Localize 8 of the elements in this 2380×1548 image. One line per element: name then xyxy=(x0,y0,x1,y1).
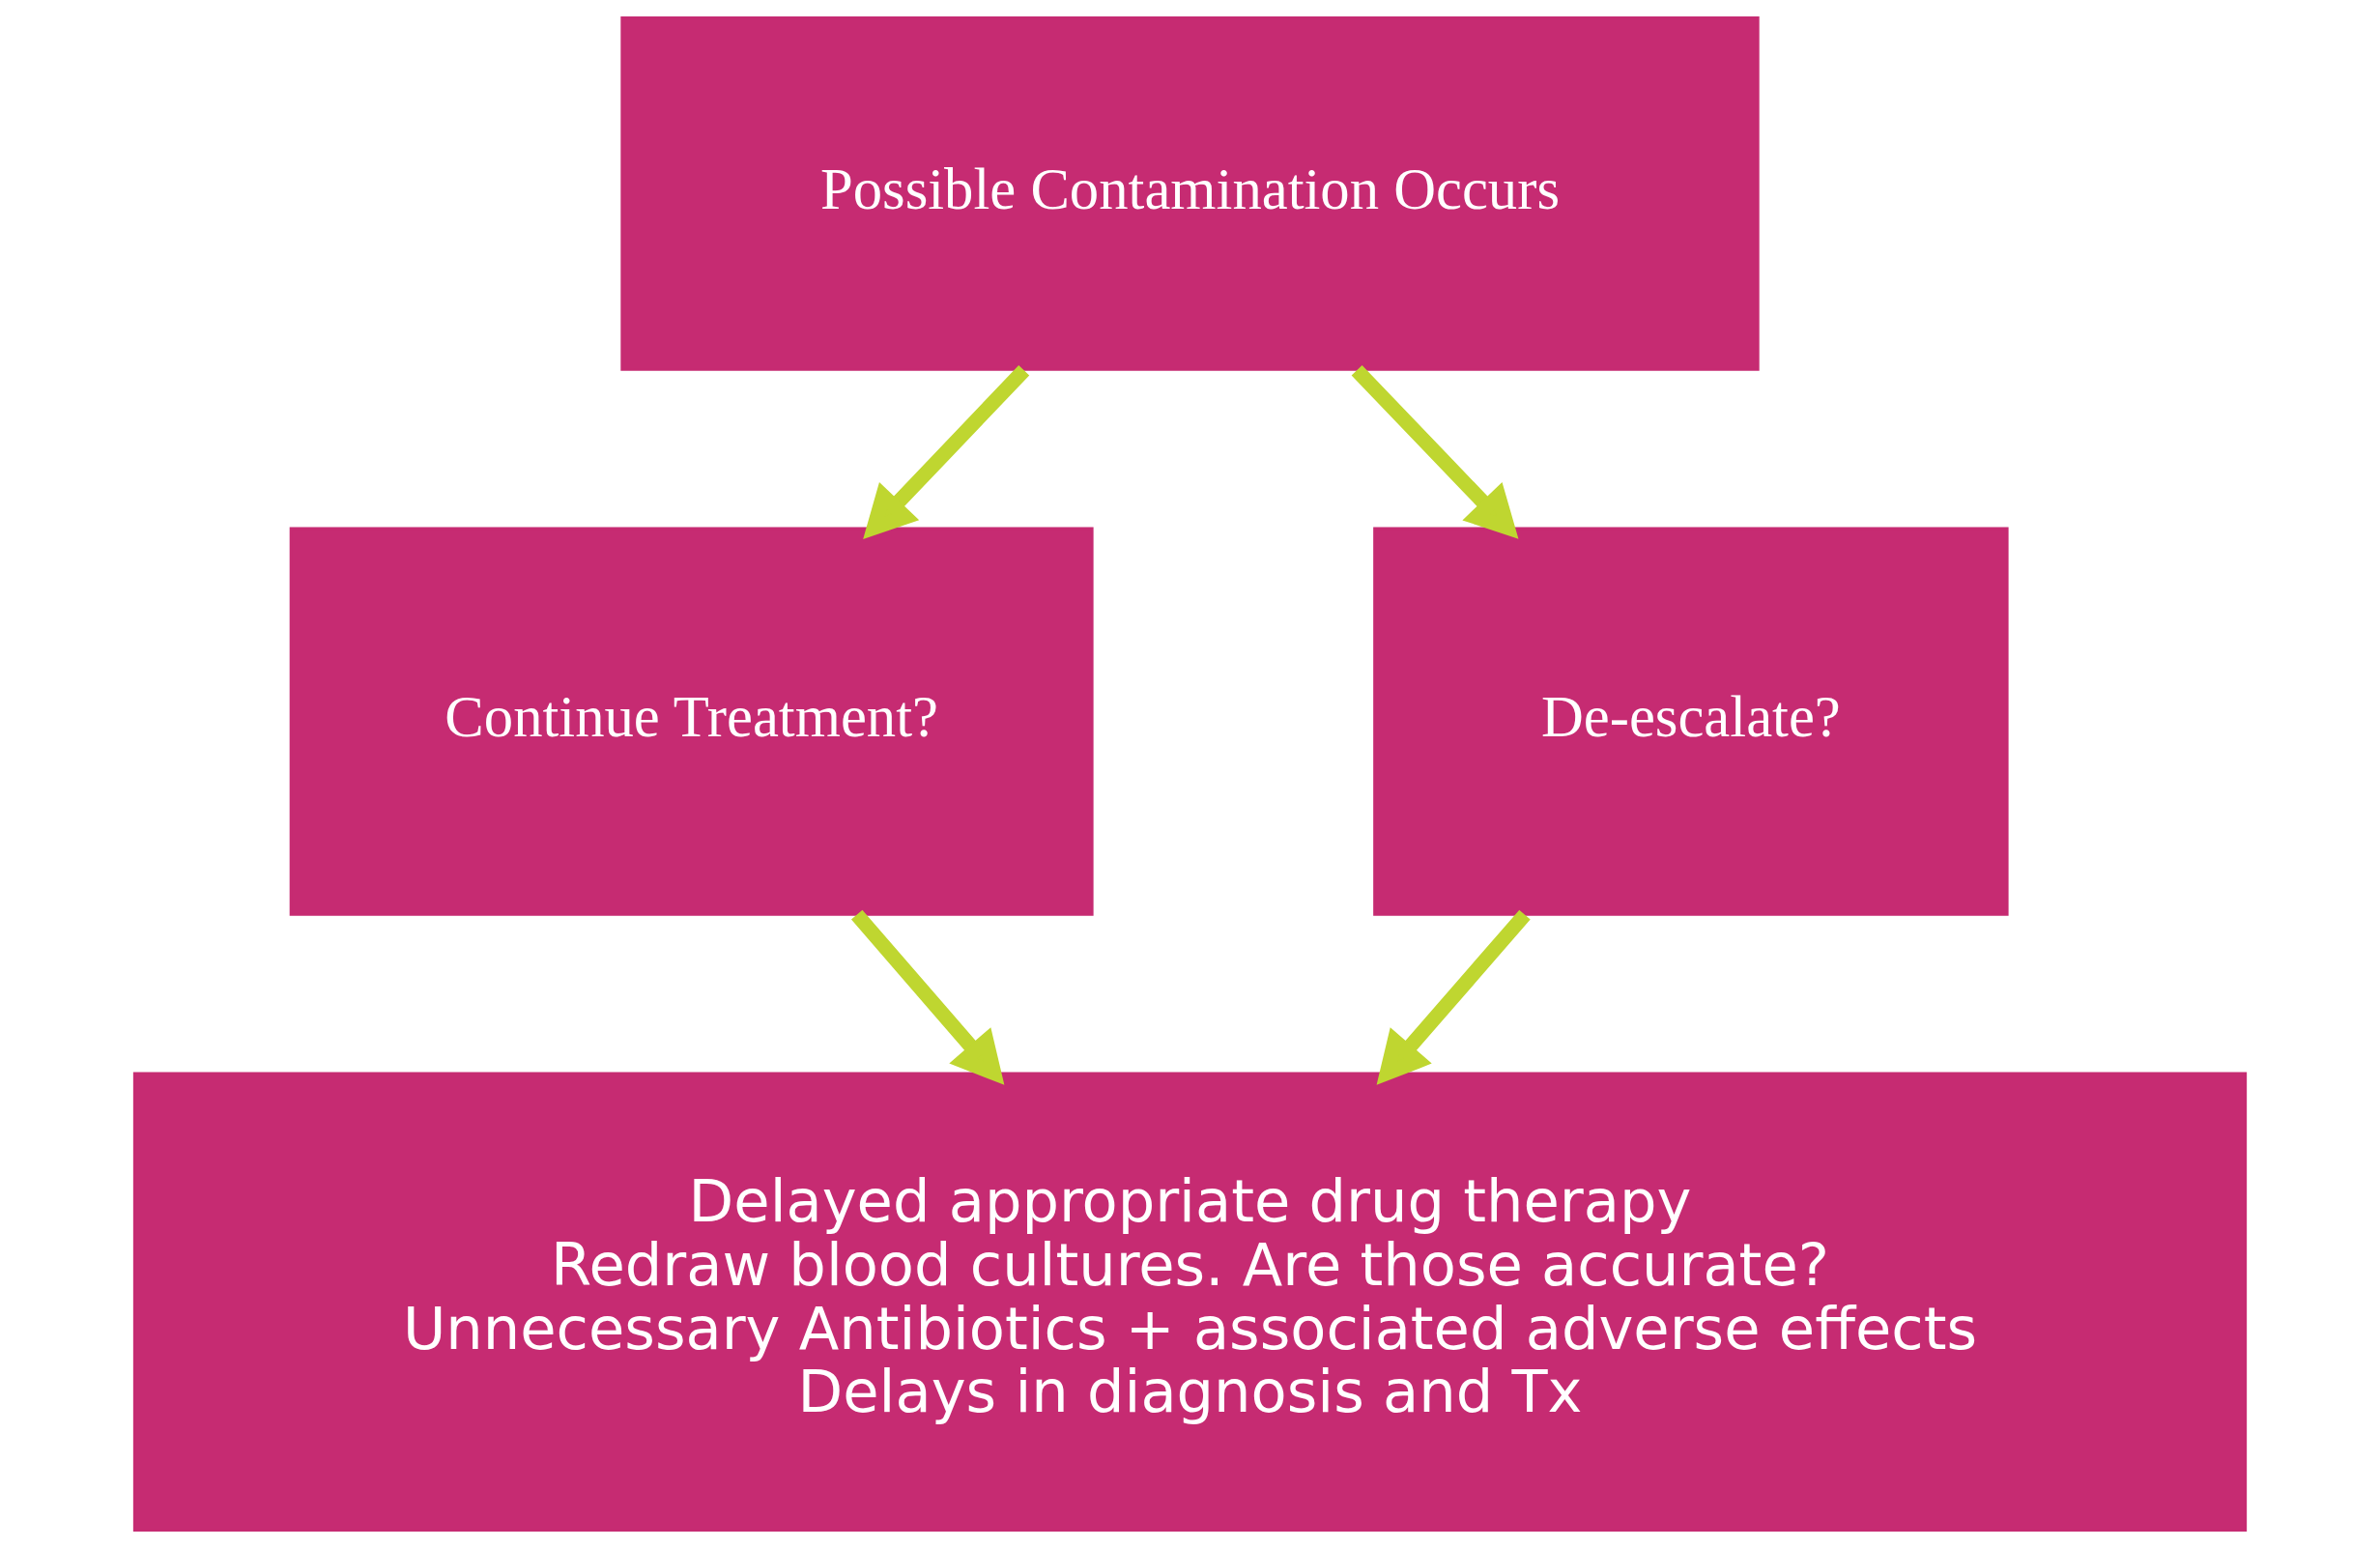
arrow xyxy=(851,909,1005,1085)
node-box: Possible Contamination Occurs xyxy=(620,16,1760,371)
node-box: Delayed appropriate drug therapy Redraw blood cultures. Are those accurate? Unnecessary Antibiotics + associated adverse effects Delays in diagnosis and Tx xyxy=(132,1072,2248,1532)
arrow xyxy=(1376,909,1531,1085)
arrow xyxy=(1351,364,1519,539)
node-box: Continue Treatment? xyxy=(289,527,1094,916)
arrow xyxy=(863,364,1030,539)
node-box: De-escalate? xyxy=(1373,527,2009,916)
